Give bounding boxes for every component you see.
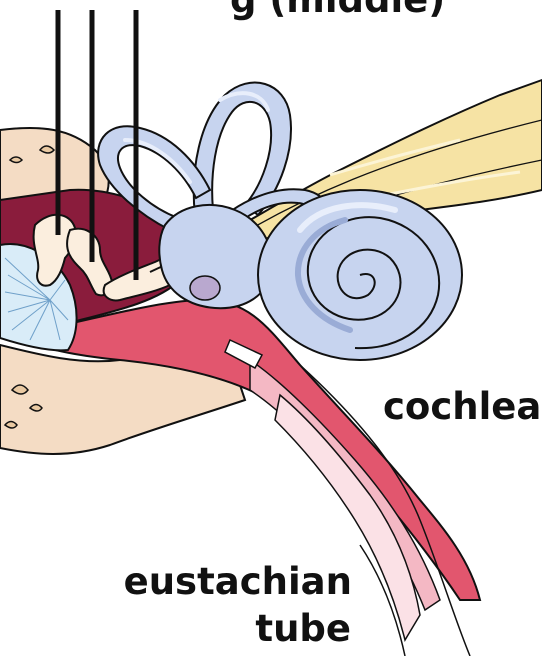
cochlea bbox=[258, 190, 462, 360]
bone-speck-5 bbox=[10, 157, 22, 163]
eustachian-label-line1: eustachian bbox=[124, 563, 352, 600]
bone-speck-2 bbox=[30, 405, 42, 412]
oval-window bbox=[190, 276, 220, 300]
top-title-label: g (middle) bbox=[230, 0, 445, 18]
eustachian-label-line2: tube bbox=[255, 610, 351, 647]
bone-speck-3 bbox=[5, 422, 17, 429]
cochlea-label: cochlea bbox=[383, 388, 541, 425]
